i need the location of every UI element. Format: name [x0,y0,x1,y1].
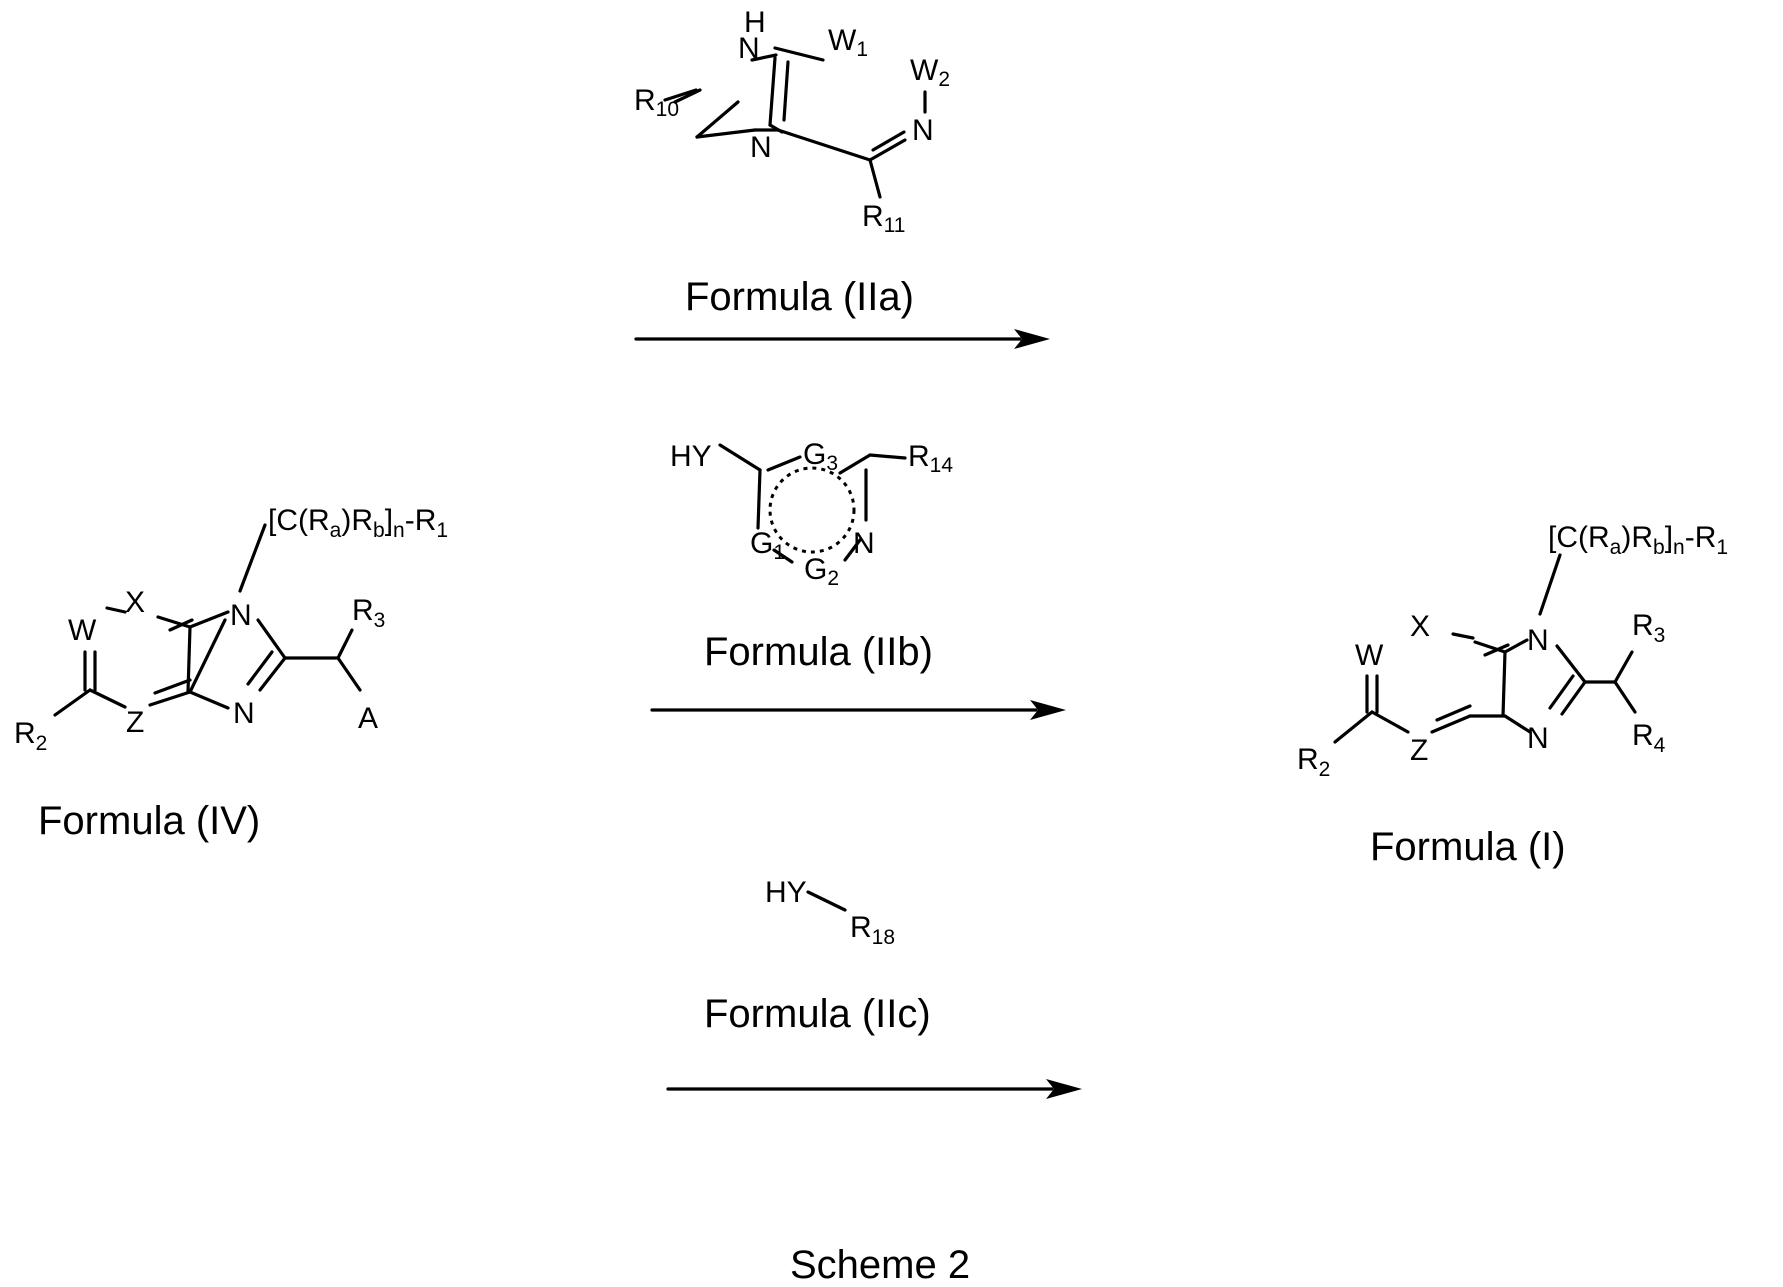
i-substituent-chain: [C(Ra)Rb]n-R1 [1548,521,1728,559]
i-r3-label: R3 [1632,609,1665,647]
formula-iia-name: Formula (IIa) [685,275,914,319]
i-n1-label: N [1527,624,1549,657]
iib-n-label: N [853,527,875,560]
iia-nh-label: N [738,32,760,65]
formula-i-name: Formula (I) [1370,825,1566,869]
i-x-label: X [1410,610,1430,643]
iv-z-label: Z [126,706,144,739]
iic-hy-label: HY [765,876,807,909]
iic-r18-label: R18 [850,911,895,949]
scheme-caption: Scheme 2 [790,1243,970,1287]
formula-i-labels: [C(Ra)Rb]n-R1 W X N N Z R2 R3 R4 [1297,521,1728,781]
i-r2-label: R2 [1297,743,1330,781]
reagent-iic-structure [808,892,845,910]
iv-n1-label: N [230,599,252,632]
i-r4-label: R4 [1632,719,1666,757]
formula-iv-labels: [C(Ra)Rb]n-R1 W X N N Z R2 R3 A [14,504,448,755]
reaction-arrow-iic [668,1079,1082,1099]
formula-iv-structure [55,525,360,715]
iv-a-label: A [358,702,378,735]
iib-g3-label: G3 [803,438,838,475]
reagent-iic-labels: HY R18 [765,876,895,949]
reagent-iib-labels: HY G3 R14 G1 N G2 [670,438,953,590]
i-z-label: Z [1410,734,1428,767]
reaction-arrow-iib [652,700,1066,720]
iv-n3-label: N [233,697,255,730]
iv-r2-label: R2 [14,717,47,755]
iv-x-label: X [125,586,145,619]
iia-w2-label: W2 [910,54,950,91]
iia-r11-label: R11 [862,200,905,237]
formula-iic-name: Formula (IIc) [704,992,931,1036]
iia-hydrazone-n-label: N [912,114,934,147]
iia-ring-n-label: N [750,131,772,164]
iv-r3-label: R3 [352,594,385,632]
reaction-arrow-iia [636,329,1050,349]
iv-substituent-chain: [C(Ra)Rb]n-R1 [268,504,448,542]
iib-g2-label: G2 [804,553,839,590]
reagent-iia-labels: H N W1 W2 N N R10 R11 [634,6,950,237]
iib-g1-label: G1 [750,527,785,564]
formula-iib-name: Formula (IIb) [704,630,933,674]
iv-w-label: W [68,614,97,647]
iib-r14-label: R14 [908,440,953,477]
iia-w1-label: W1 [828,24,868,61]
formula-iv-name: Formula (IV) [38,799,260,843]
iib-hy-label: HY [670,440,712,473]
reagent-iia-structure [665,48,925,197]
i-w-label: W [1355,639,1384,672]
iia-r10-label: R10 [634,84,679,121]
i-n3-label: N [1527,722,1549,755]
